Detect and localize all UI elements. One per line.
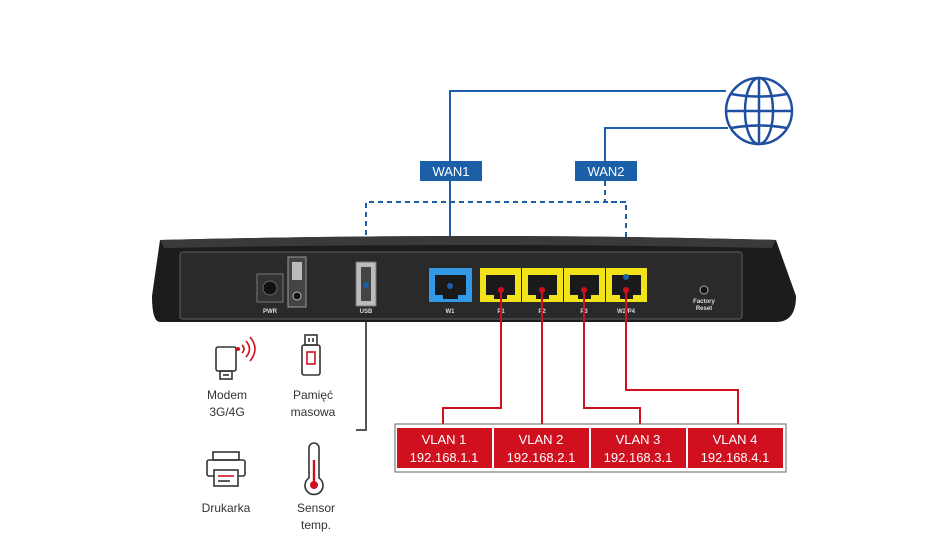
usb-port-label: USB (360, 309, 373, 315)
pwr-port-label: PWR (263, 309, 278, 315)
thermometer-icon (304, 442, 324, 496)
vlan-1-ip: 192.168.1.1 (410, 450, 479, 465)
usb-device-line (356, 290, 367, 431)
modem-label-2: 3G/4G (209, 405, 244, 419)
vlan-2-name: VLAN 2 (519, 432, 564, 447)
vlan-2-ip: 192.168.2.1 (507, 450, 576, 465)
vlan-4-box: VLAN 4 192.168.4.1 (688, 428, 783, 468)
wan2-label: WAN2 (587, 164, 624, 179)
storage-label-1: Pamięć (293, 388, 333, 402)
factory-reset-label-2: Reset (696, 306, 712, 312)
vlan-connection-lines (442, 290, 739, 428)
factory-reset-label-1: Factory (693, 299, 715, 305)
vlan-4-ip: 192.168.4.1 (701, 450, 770, 465)
sensor-label-1: Sensor (297, 501, 335, 515)
storage-icon (301, 334, 321, 376)
wan1-line (449, 90, 726, 285)
storage-label-2: masowa (291, 405, 336, 419)
factory-reset-button[interactable] (699, 285, 709, 295)
w1-port[interactable] (429, 268, 472, 302)
vlan-2-box: VLAN 2 192.168.2.1 (494, 428, 589, 468)
modem-label-1: Modem (207, 388, 247, 402)
w1-port-label: W1 (446, 309, 456, 315)
vlan-3-ip: 192.168.3.1 (604, 450, 673, 465)
router: PWR USB W1 (152, 236, 796, 322)
vlan-3-box: VLAN 3 192.168.3.1 (591, 428, 686, 468)
wan1-badge: WAN1 (420, 161, 482, 181)
printer-label: Drukarka (202, 501, 251, 515)
power-switch[interactable] (287, 256, 307, 308)
modem-icon (215, 336, 256, 380)
sensor-label-2: temp. (301, 518, 331, 532)
globe-icon (724, 76, 794, 146)
vlan-1-box: VLAN 1 192.168.1.1 (397, 428, 492, 468)
wan1-label: WAN1 (432, 164, 469, 179)
printer-icon (206, 451, 246, 487)
vlan-3-name: VLAN 3 (616, 432, 661, 447)
vlan-1-name: VLAN 1 (422, 432, 467, 447)
wan2-line-upper (604, 127, 728, 163)
wan2-badge: WAN2 (575, 161, 637, 181)
vlan-4-name: VLAN 4 (713, 432, 758, 447)
